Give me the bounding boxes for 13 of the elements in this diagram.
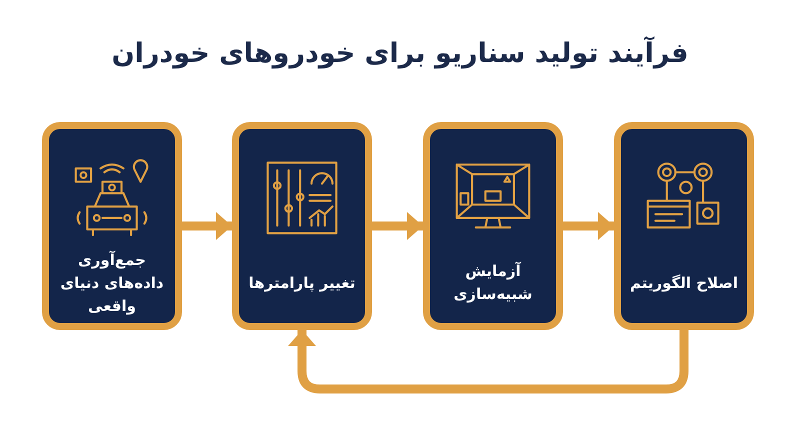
- step-card: [42, 122, 182, 330]
- step-card: [232, 122, 372, 330]
- arrow: [372, 212, 423, 240]
- arrow: [182, 212, 232, 240]
- step-card: [423, 122, 563, 330]
- arrow: [563, 212, 614, 240]
- arrow: [288, 330, 688, 394]
- step-card: [614, 122, 754, 330]
- step-label: تغییر پارامترها: [248, 272, 356, 294]
- step-label: اصلاح الگوریتم: [630, 272, 738, 294]
- step-label: آزمایش شبیه‌سازی: [452, 260, 534, 305]
- step-label: جمع‌آوری داده‌های دنیای واقعی: [59, 250, 165, 317]
- title: فرآیند تولید سناریو برای خودروهای خودران: [112, 38, 688, 69]
